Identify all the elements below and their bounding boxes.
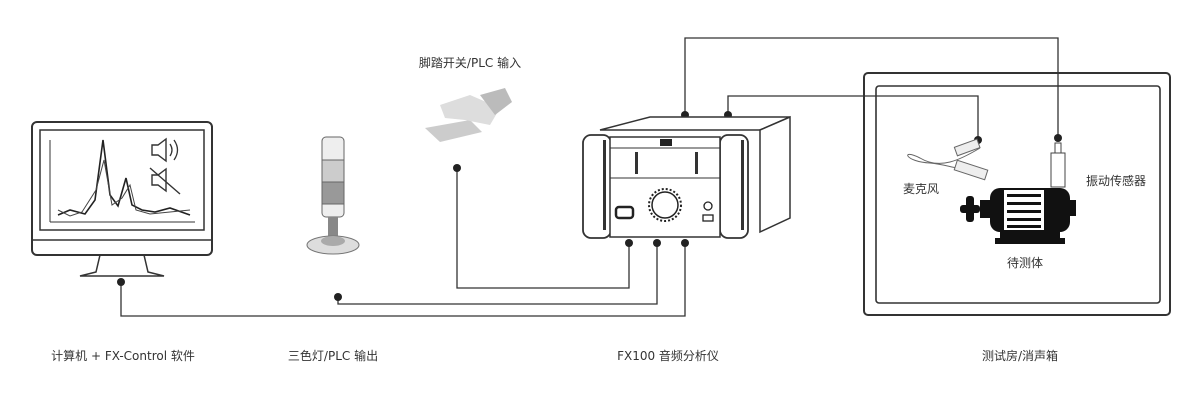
analyzer-device-icon — [582, 115, 791, 239]
foot-switch-label: 脚踏开关/PLC 输入 — [418, 56, 522, 70]
speaker-icon — [151, 137, 167, 163]
microphone-label: 麦克风 — [902, 182, 940, 196]
foot-switch-icon — [425, 88, 512, 142]
computer-label: 计算机 + FX-Control 软件 — [51, 349, 195, 363]
microphone-icon — [907, 138, 989, 181]
wire-foot-switch — [456, 168, 630, 289]
wire-vibration — [684, 37, 1059, 138]
computer-monitor-icon — [31, 121, 213, 277]
tower-light-label: 三色灯/PLC 输出 — [287, 349, 379, 363]
analyzer-label: FX100 音频分析仪 — [617, 349, 719, 363]
wire-tower-light — [337, 243, 658, 305]
motor-icon — [960, 188, 1076, 244]
dut-label: 待测体 — [1006, 256, 1044, 270]
vibration-sensor-icon — [1050, 142, 1066, 188]
tower-light-icon — [306, 136, 360, 255]
wire-computer — [120, 243, 686, 317]
wire-microphone — [727, 95, 979, 140]
chamber-label: 测试房/消声箱 — [981, 349, 1059, 363]
test-chamber-box — [863, 72, 1171, 316]
vibration-sensor-label: 振动传感器 — [1085, 174, 1147, 188]
